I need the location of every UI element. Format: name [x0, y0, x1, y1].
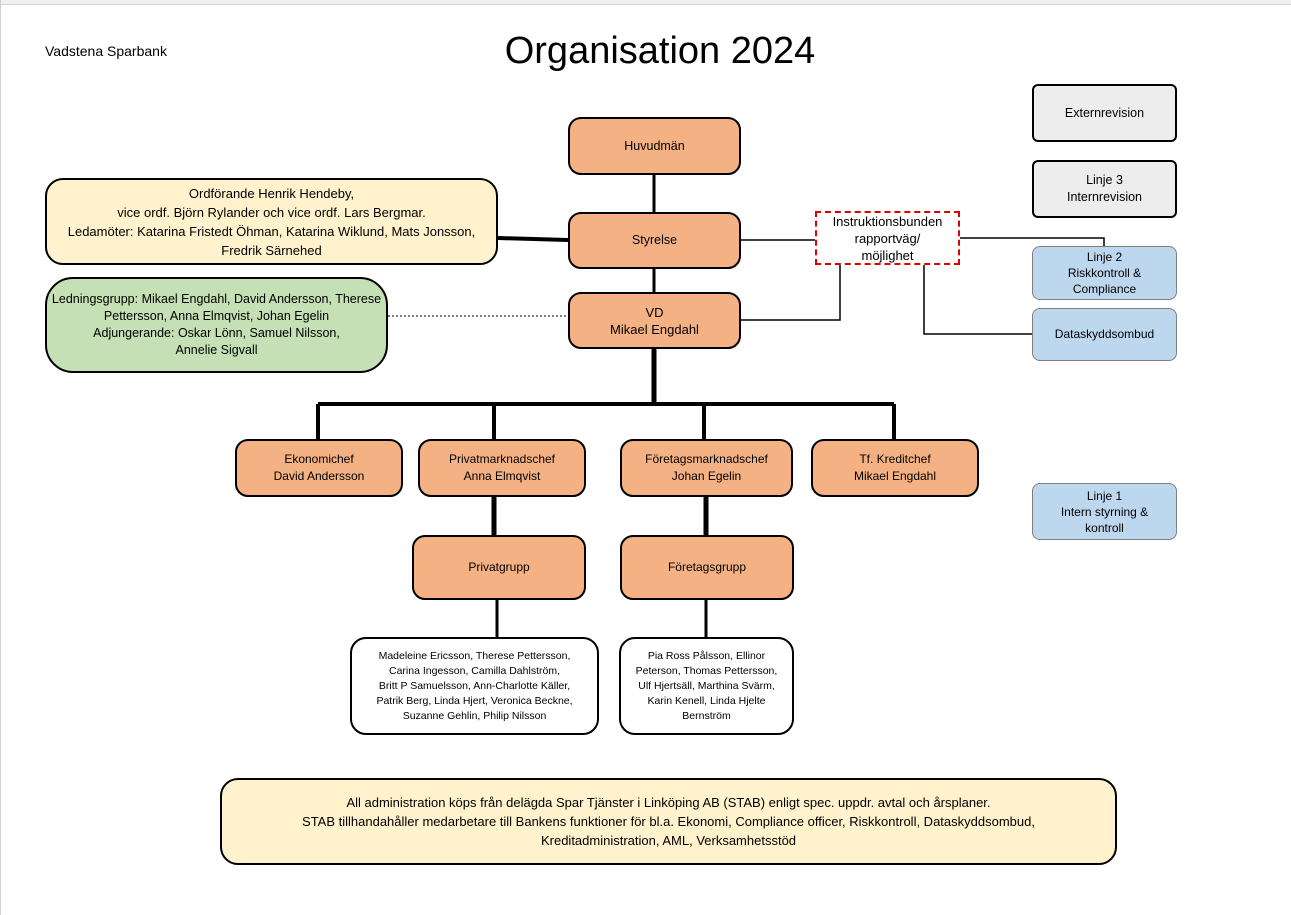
- instruktion-line: rapportväg/: [854, 230, 921, 246]
- privatgrupp-box: Privatgrupp: [412, 535, 586, 600]
- foretagsmarknadschef-box: Företagsmarknadschef Johan Egelin: [620, 439, 793, 497]
- linje1-line: kontroll: [1085, 520, 1124, 535]
- line-instruktion-dataskydd: [923, 265, 1032, 335]
- board-line: vice ordf. Björn Rylander och vice ordf.…: [117, 204, 426, 220]
- board-line: Ledamöter: Katarina Fristedt Öhman, Kata…: [67, 223, 476, 239]
- privat-members-box: Madeleine Ericsson, Therese Pettersson, …: [350, 637, 599, 735]
- linje1-line: Linje 1: [1086, 488, 1123, 503]
- stab-note-line: Kreditadministration, AML, Verksamhetsst…: [540, 833, 797, 848]
- foretag-member-line: Ulf Hjertsäll, Marthina Svärm,: [638, 679, 775, 692]
- foretag-member-line: Peterson, Thomas Pettersson,: [635, 664, 778, 677]
- kreditchef-box: Tf. Kreditchef Mikael Engdahl: [811, 439, 979, 497]
- privatmarknadschef-name: Anna Elmqvist: [463, 469, 541, 483]
- styrelse-label: Styrelse: [631, 233, 678, 247]
- ekonomichef-title: Ekonomichef: [284, 452, 354, 466]
- privatmarknadschef-box: Privatmarknadschef Anna Elmqvist: [418, 439, 586, 497]
- foretagsmarknadschef-name: Johan Egelin: [671, 469, 742, 483]
- stab-note-line: All administration köps från delägda Spa…: [346, 795, 991, 810]
- linje1-box: Linje 1 Intern styrning & kontroll: [1032, 483, 1177, 540]
- stab-note-box: All administration köps från delägda Spa…: [220, 778, 1117, 865]
- foretag-members-box: Pia Ross Pålsson, Ellinor Peterson, Thom…: [619, 637, 794, 735]
- linje3-line: Linje 3: [1086, 173, 1123, 187]
- ledningsgrupp-line: Annelie Sigvall: [175, 343, 258, 357]
- line-vd-instruktion: [740, 265, 841, 321]
- foretagsmarknadschef-title: Företagsmarknadschef: [645, 452, 768, 466]
- linje2-line: Linje 2: [1086, 250, 1123, 264]
- instruktionsbunden-box: Instruktionsbunden rapportväg/ möjlighet: [815, 211, 960, 265]
- stab-note-line: STAB tillhandahåller medarbetare till Ba…: [302, 814, 1035, 829]
- privat-member-line: Patrik Berg, Linda Hjert, Veronica Beckn…: [376, 694, 573, 707]
- foretag-member-line: Pia Ross Pålsson, Ellinor: [647, 649, 766, 662]
- vd-box: VD Mikael Engdahl: [568, 292, 741, 349]
- page-title: Organisation 2024: [504, 30, 816, 72]
- page-left-border: [0, 0, 1, 915]
- line-instruktion-linje2: [959, 237, 1105, 247]
- privat-member-line: Carina Ingesson, Camilla Dahlström,: [389, 664, 560, 677]
- privatgrupp-label: Privatgrupp: [468, 560, 530, 574]
- instruktion-line: möjlighet: [861, 247, 914, 263]
- line-board-styrelse: [497, 236, 569, 242]
- ekonomichef-box: Ekonomichef David Andersson: [235, 439, 403, 497]
- instruktion-line: Instruktionsbunden: [832, 213, 943, 229]
- privat-member-line: Madeleine Ericsson, Therese Pettersson,: [378, 649, 571, 662]
- ekonomichef-name: David Andersson: [273, 469, 365, 483]
- page-top-border: [0, 0, 1291, 5]
- linje2-line: Compliance: [1072, 282, 1137, 296]
- privatmarknadschef-title: Privatmarknadschef: [448, 452, 556, 466]
- privat-member-line: Britt P Samuelsson, Ann-Charlotte Käller…: [378, 679, 571, 692]
- board-members-box: Ordförande Henrik Hendeby, vice ordf. Bj…: [45, 178, 498, 265]
- board-line: Ordförande Henrik Hendeby,: [188, 185, 355, 201]
- foretagsgrupp-label: Företagsgrupp: [667, 560, 747, 574]
- linje3-box: Linje 3 Internrevision: [1032, 160, 1177, 218]
- linje3-line: Internrevision: [1066, 190, 1143, 204]
- linje2-line: Riskkontroll &: [1067, 266, 1142, 280]
- vd-title: VD: [645, 304, 664, 320]
- bank-name: Vadstena Sparbank: [45, 43, 167, 59]
- externrevision-label: Externrevision: [1064, 105, 1145, 120]
- foretag-member-line: Karin Kenell, Linda Hjelte: [647, 694, 766, 707]
- huvudman-box: Huvudmän: [568, 117, 741, 175]
- ledningsgrupp-line: Pettersson, Anna Elmqvist, Johan Egelin: [103, 309, 330, 323]
- kreditchef-title: Tf. Kreditchef: [859, 452, 931, 466]
- styrelse-box: Styrelse: [568, 212, 741, 269]
- dataskyddsombud-box: Dataskyddsombud: [1032, 308, 1177, 361]
- foretagsgrupp-box: Företagsgrupp: [620, 535, 794, 600]
- ledningsgrupp-line: Adjungerande: Oskar Lönn, Samuel Nilsson…: [93, 326, 340, 340]
- board-line: Fredrik Särnehed: [221, 242, 322, 258]
- privat-member-line: Suzanne Gehlin, Philip Nilsson: [402, 709, 547, 722]
- huvudman-label: Huvudmän: [624, 138, 685, 153]
- linje1-line: Intern styrning &: [1060, 504, 1149, 519]
- foretag-member-line: Bernström: [682, 709, 731, 722]
- linje2-box: Linje 2 Riskkontroll & Compliance: [1032, 246, 1177, 300]
- ledningsgrupp-line: Ledningsgrupp: Mikael Engdahl, David And…: [51, 292, 382, 306]
- externrevision-box: Externrevision: [1032, 84, 1177, 142]
- vd-name: Mikael Engdahl: [610, 321, 699, 337]
- ledningsgrupp-box: Ledningsgrupp: Mikael Engdahl, David And…: [45, 277, 388, 373]
- dataskyddsombud-label: Dataskyddsombud: [1054, 327, 1155, 341]
- kreditchef-name: Mikael Engdahl: [853, 469, 937, 483]
